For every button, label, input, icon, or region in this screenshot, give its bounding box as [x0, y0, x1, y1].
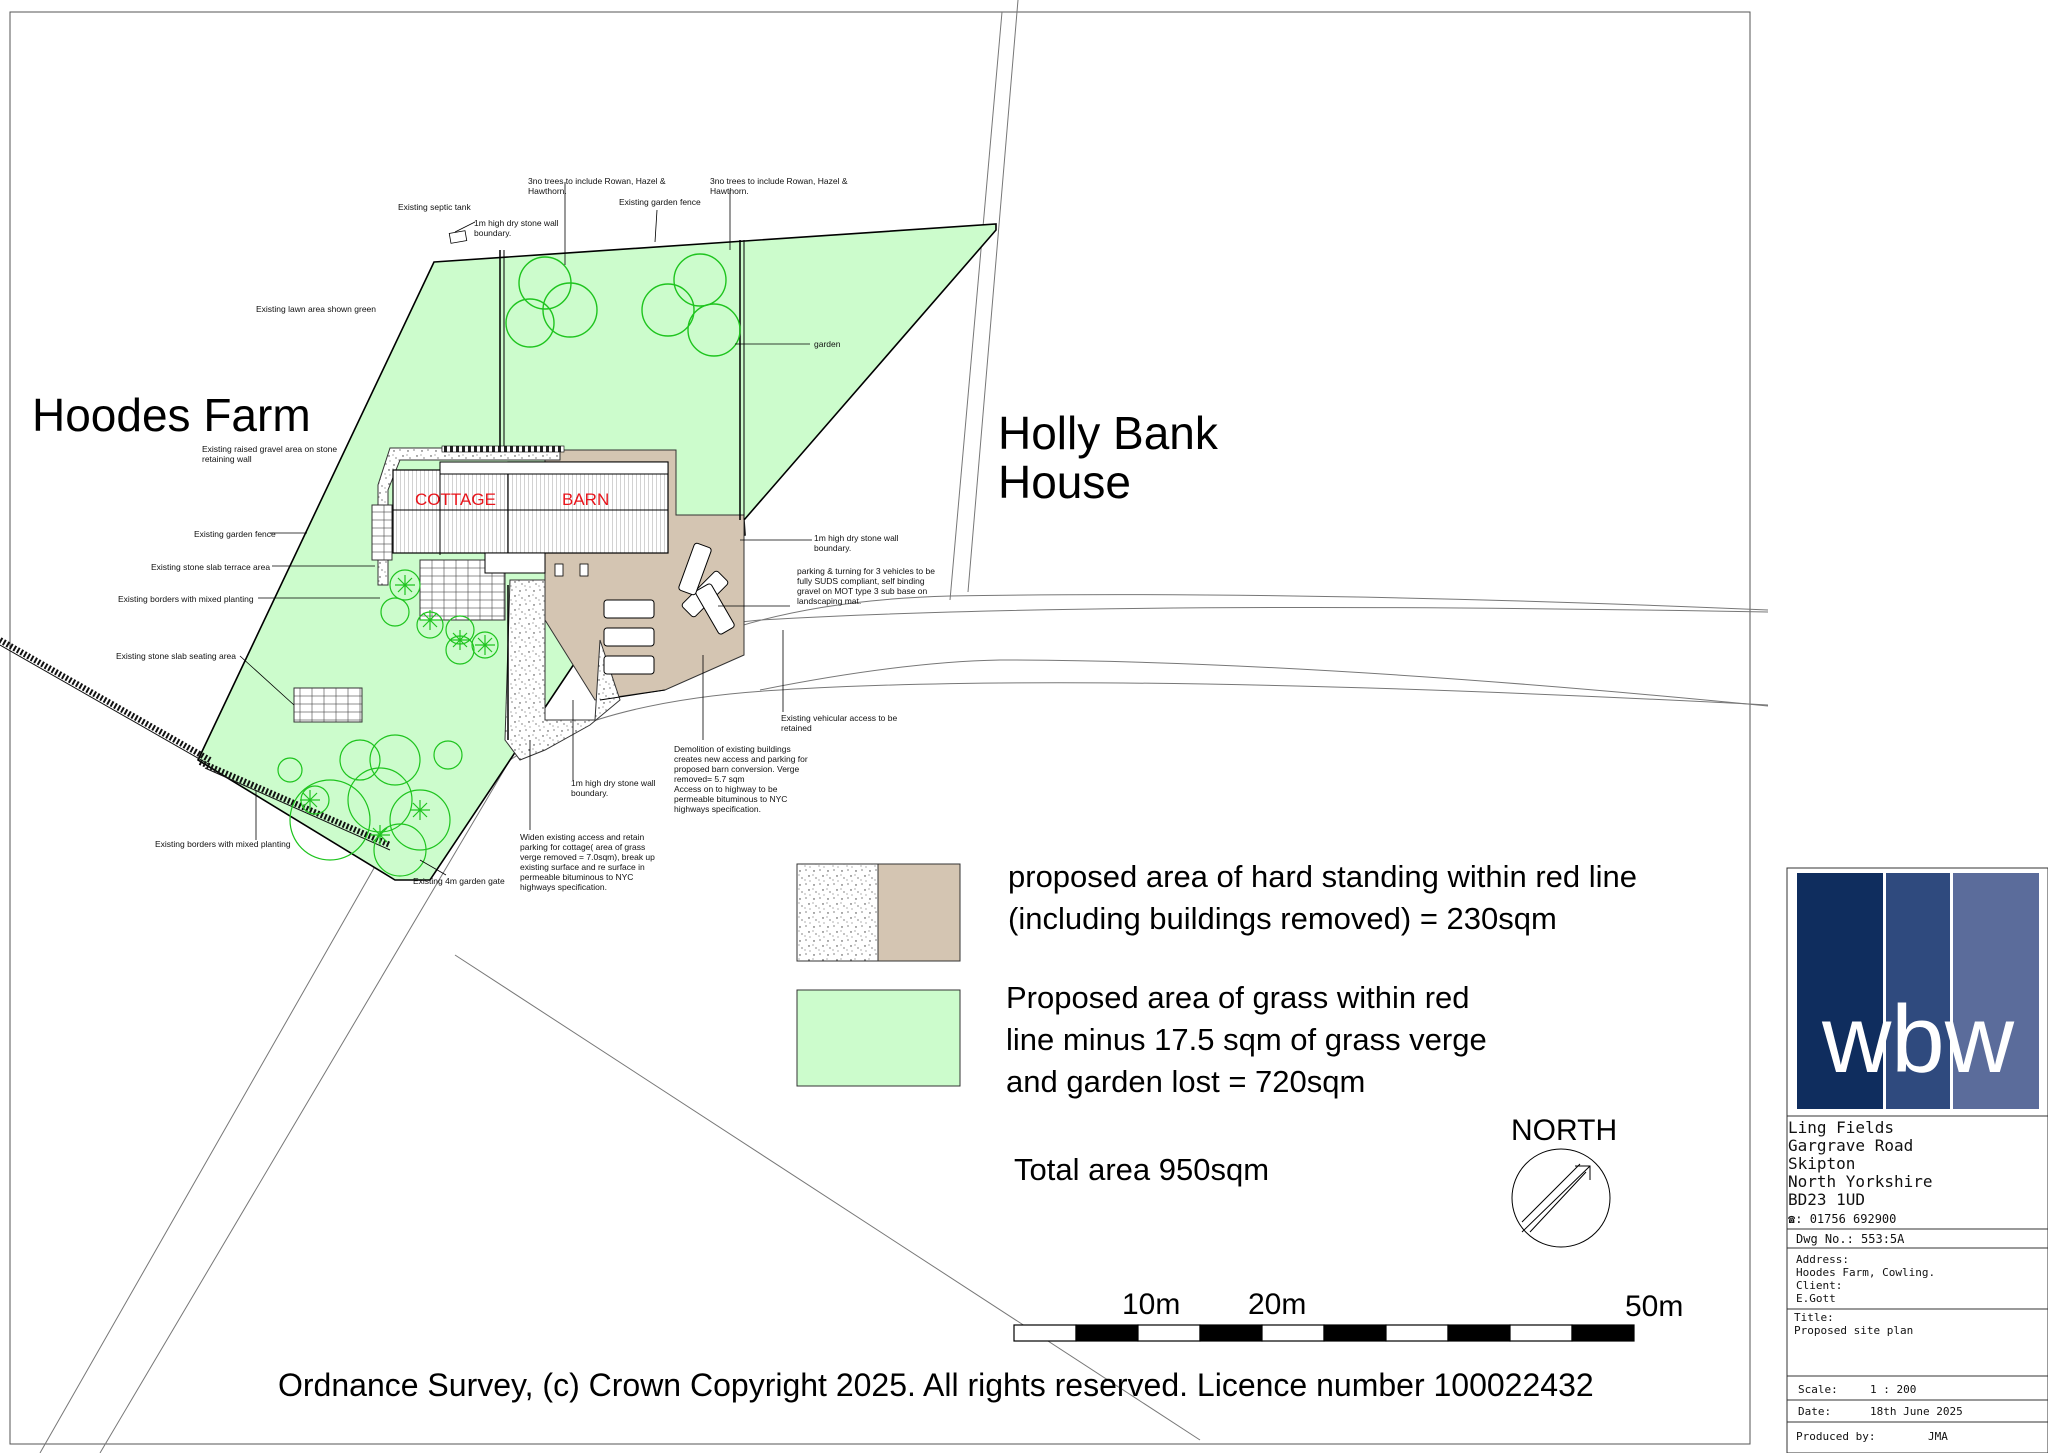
phone-icon: ☎:	[1788, 1212, 1803, 1226]
garden-label: garden	[814, 339, 841, 349]
borders-label-1: Existing borders with mixed planting	[118, 594, 254, 604]
wall-mid-label: 1m high dry stone wall boundary.	[571, 778, 656, 798]
gate-label: Existing 4m garden gate	[413, 876, 505, 886]
company-address-line5: BD23 1UD	[1788, 1190, 1866, 1209]
parked-cars	[603, 542, 735, 675]
title-block-frame	[1786, 867, 2048, 1453]
date-value: 18th June 2025	[1870, 1405, 1963, 1418]
trees-label-2: 3no trees to include Rowan, Hazel & Hawt…	[710, 176, 848, 196]
parking-label: parking & turning for 3 vehicles to be f…	[797, 566, 935, 606]
hoodes-farm-label: Hoodes Farm	[32, 389, 311, 441]
produced-by-value: JMA	[1928, 1430, 1948, 1443]
address-value: Hoodes Farm, Cowling.	[1796, 1266, 1936, 1279]
seating-label: Existing stone slab seating area	[116, 651, 237, 661]
legend-hard-line2: (including buildings removed) = 230sqm	[1008, 901, 1557, 936]
scale-label-50m: 50m	[1625, 1290, 1684, 1323]
client-label: Client:	[1796, 1279, 1843, 1292]
drawing-frame	[9, 11, 1751, 1445]
scale-bar	[1013, 1324, 1635, 1342]
company-phone-number: 01756 692900	[1809, 1212, 1897, 1226]
legend-total: Total area 950sqm	[1014, 1152, 1270, 1187]
borders-label-2: Existing borders with mixed planting	[155, 839, 291, 849]
legend-grass-line2: line minus 17.5 sqm of grass verge	[1006, 1022, 1487, 1057]
company-address-line1: Ling Fields	[1788, 1118, 1894, 1137]
north-arrow-icon	[1511, 1148, 1611, 1248]
legend-grass-line1: Proposed area of grass within red	[1006, 980, 1470, 1015]
terrace-label: Existing stone slab terrace area	[151, 562, 271, 572]
terrace-slabs-2	[371, 504, 393, 561]
demolition-label: Demolition of existing buildings creates…	[674, 744, 808, 814]
lawn-label: Existing lawn area shown green	[256, 304, 377, 314]
legend-grass-swatch	[796, 989, 961, 1087]
drawing-number: Dwg No.: 553:5A	[1796, 1232, 1905, 1246]
scale-label: Scale:	[1798, 1383, 1838, 1396]
company-address-line2: Gargrave Road	[1788, 1136, 1914, 1155]
client-value: E.Gott	[1796, 1292, 1836, 1305]
north-label: NORTH	[1511, 1114, 1618, 1147]
company-address-line3: Skipton	[1788, 1154, 1856, 1173]
trees-label-1: 3no trees to include Rowan, Hazel & Hawt…	[528, 176, 666, 196]
date-label: Date:	[1798, 1405, 1832, 1418]
gravel-access	[504, 579, 621, 761]
vehicular-access-label: Existing vehicular access to be retained	[781, 713, 898, 733]
svg-text:wbw: wbw	[1821, 986, 2015, 1093]
company-address-line4: North Yorkshire	[1788, 1172, 1933, 1191]
planting-stars	[300, 575, 495, 845]
boundary-wall-top	[441, 445, 565, 453]
address-label: Address:	[1796, 1253, 1849, 1266]
scale-label-20m: 20m	[1248, 1288, 1307, 1321]
legend-grass-line3: and garden lost = 720sqm	[1006, 1064, 1366, 1099]
barn-building	[507, 461, 669, 554]
holly-bank-label-line2: House	[998, 456, 1131, 508]
garden-fence-top-label: Existing garden fence	[619, 197, 701, 207]
barn-label: BARN	[562, 490, 610, 509]
cottage-label: COTTAGE	[415, 490, 496, 509]
leader-lines	[239, 182, 812, 876]
company-phone: ☎: 01756 692900	[1788, 1212, 1896, 1226]
legend-hard-gravel-swatch	[796, 863, 879, 962]
scale-value: 1 : 200	[1870, 1383, 1917, 1396]
widen-access-label: Widen existing access and retain parking…	[520, 832, 655, 892]
scale-label-10m: 10m	[1122, 1288, 1181, 1321]
seating-slabs	[293, 687, 363, 723]
holly-bank-label-line1: Holly Bank	[998, 407, 1218, 459]
produced-by-label: Produced by:	[1796, 1430, 1876, 1443]
wall-right-label: 1m high dry stone wall boundary.	[814, 533, 899, 553]
gravel-label: Existing raised gravel area on stone ret…	[202, 444, 338, 464]
title-label: Title:	[1794, 1311, 1834, 1324]
legend-hard-line1: proposed area of hard standing within re…	[1008, 859, 1638, 894]
wbw-logo: wbw	[1797, 873, 2039, 1109]
garden-fence-label: Existing garden fence	[194, 529, 276, 539]
title-value: Proposed site plan	[1794, 1324, 1914, 1337]
proposed-trees	[505, 253, 741, 357]
cottage-building	[392, 469, 509, 554]
wall-top-label: 1m high dry stone wall boundary.	[474, 218, 559, 238]
legend-hard-beige-swatch	[877, 863, 961, 962]
copyright-notice: Ordnance Survey, (c) Crown Copyright 202…	[278, 1367, 1594, 1403]
septic-tank	[448, 230, 468, 244]
septic-tank-label: Existing septic tank	[398, 202, 471, 212]
